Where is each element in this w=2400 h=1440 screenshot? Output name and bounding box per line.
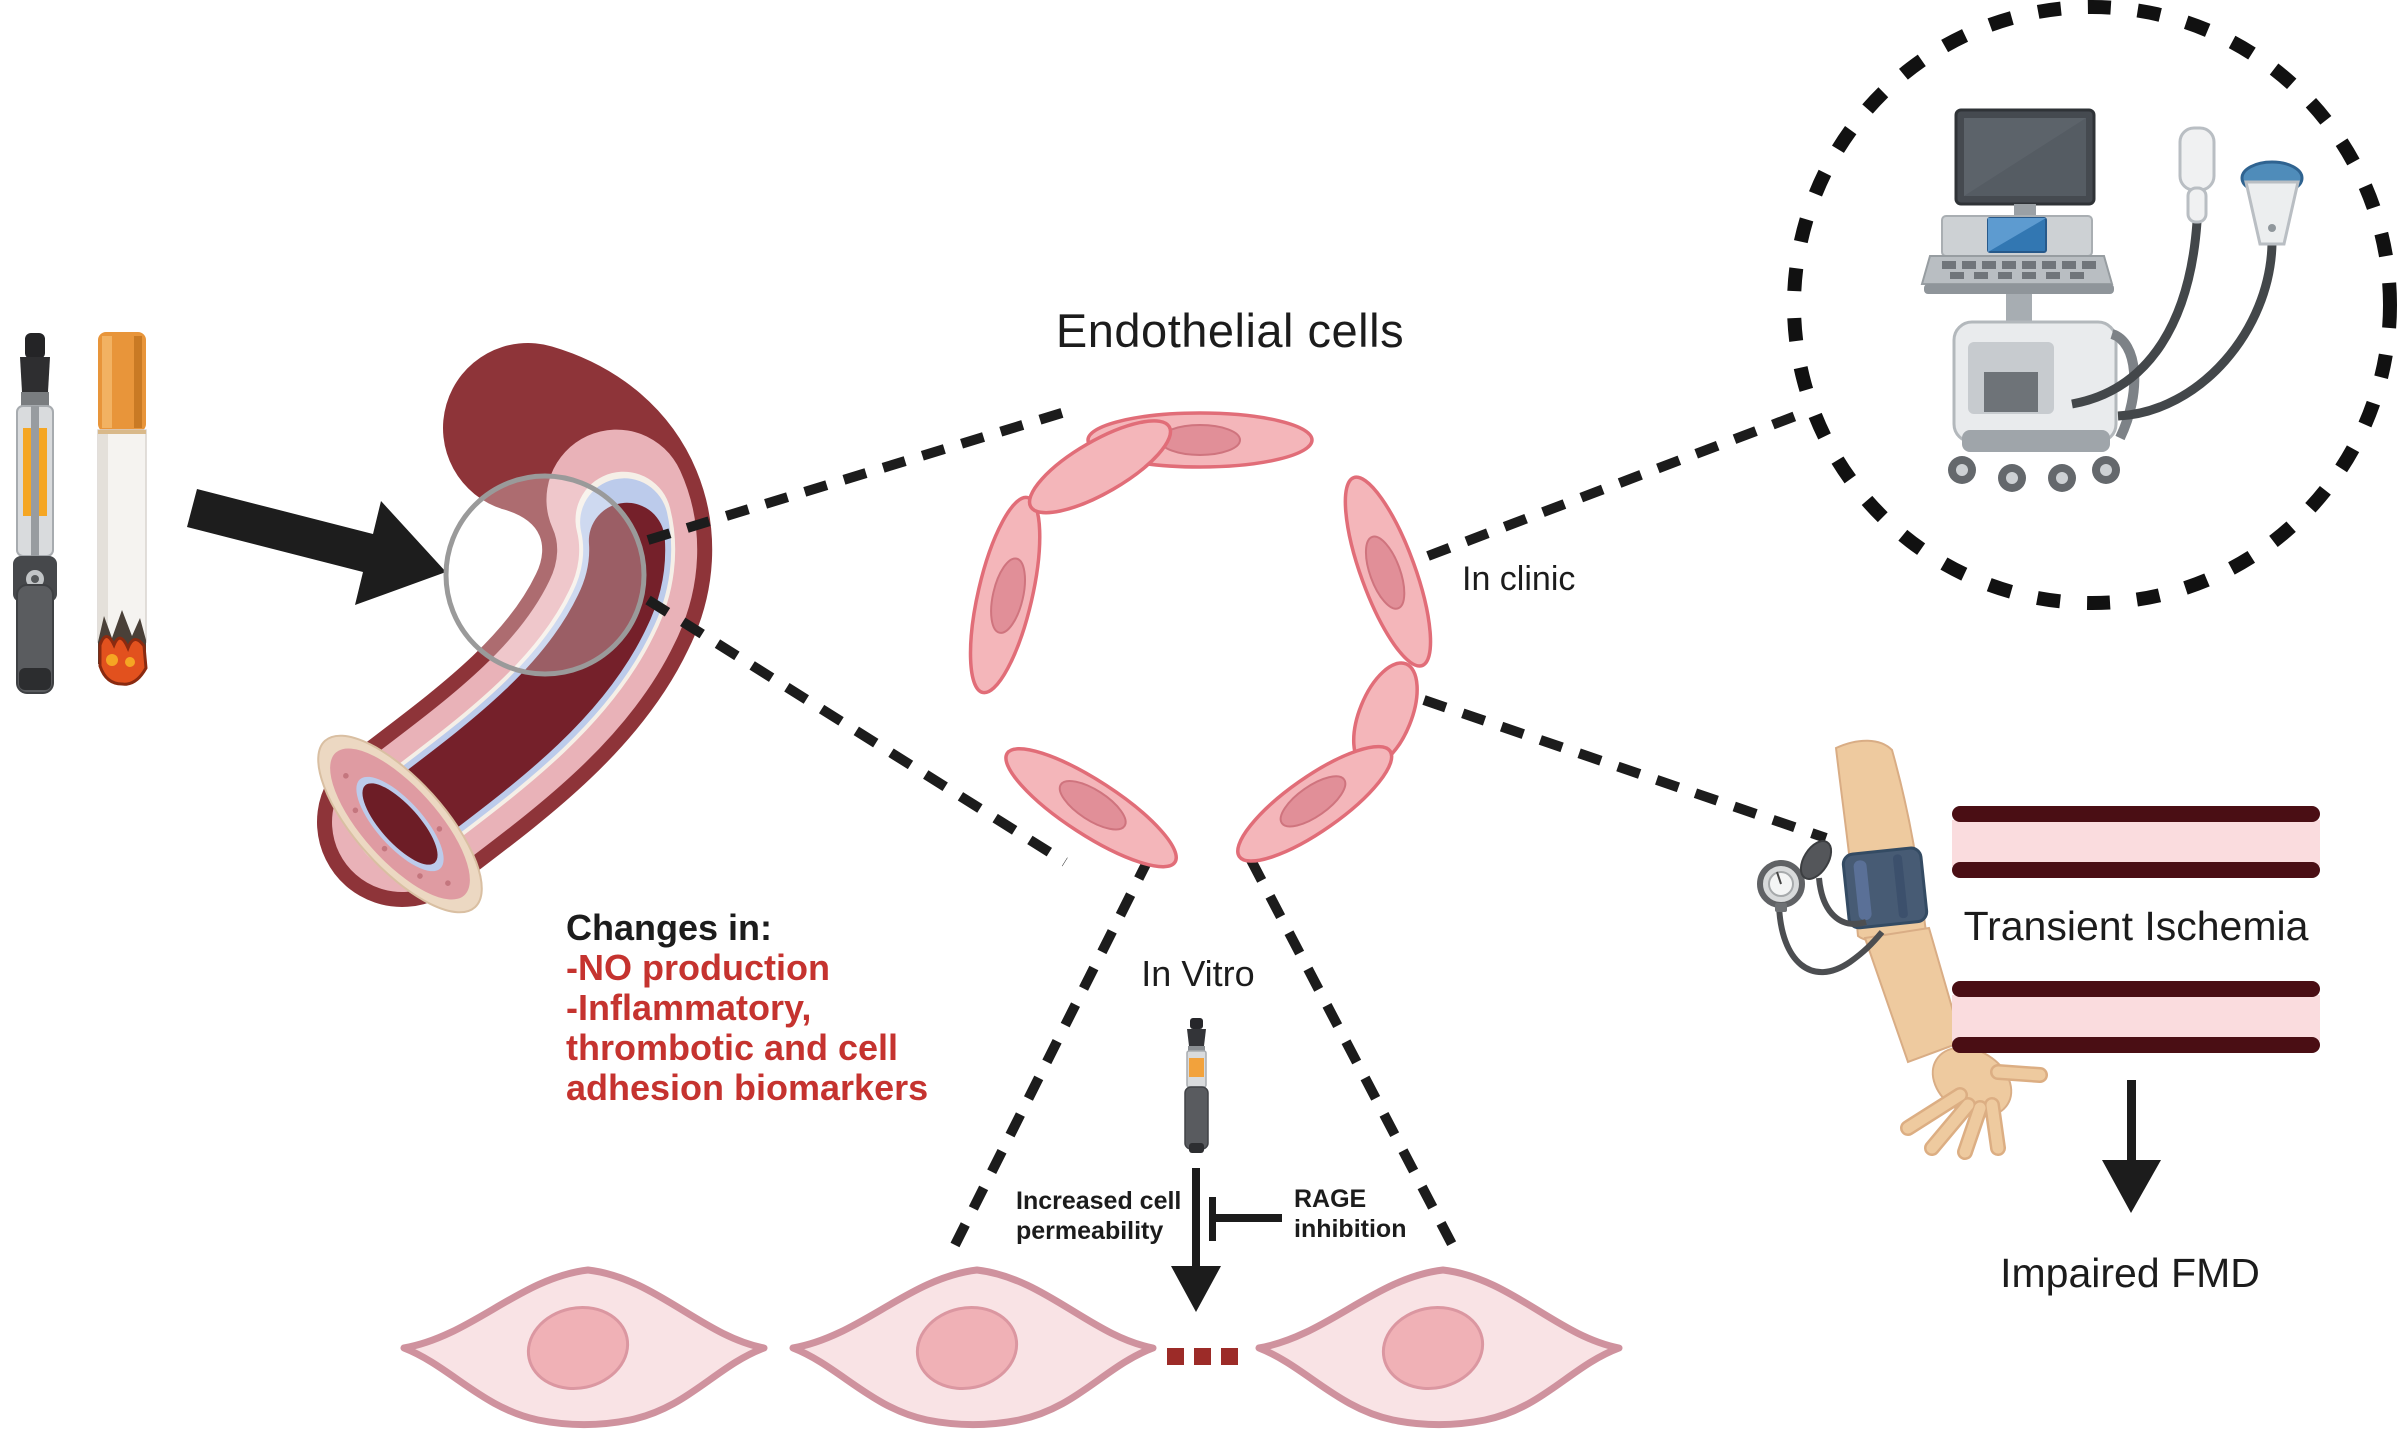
permeability-down-arrow bbox=[1171, 1168, 1221, 1312]
impaired-fmd-label: Impaired FMD bbox=[2000, 1250, 2260, 1296]
changes-item-inflammatory: -Inflammatory, bbox=[566, 987, 812, 1028]
endothelial-cell-3 bbox=[1255, 1266, 1623, 1428]
cigarette-icon bbox=[97, 332, 148, 686]
in-vitro-label: In Vitro bbox=[1141, 953, 1255, 994]
ellipsis-dots bbox=[1167, 1348, 1238, 1365]
vessel-cut-face bbox=[317, 734, 483, 914]
connector-ring-to-arm bbox=[1422, 695, 1828, 843]
connector-ring-to-ultrasound bbox=[1426, 407, 1808, 561]
dashed-connectors bbox=[645, 403, 1828, 1253]
increased-permeability-label: Increased cell permeability bbox=[1016, 1187, 1182, 1245]
endothelial-cell-1 bbox=[400, 1266, 768, 1428]
convex-probe-icon bbox=[2240, 160, 2304, 246]
transient-ischemia-label: Transient Ischemia bbox=[1963, 903, 2309, 949]
bp-gauge-icon bbox=[1757, 860, 1805, 912]
bp-bulb-icon bbox=[1799, 840, 1833, 880]
figure-title: Endothelial cells bbox=[1055, 304, 1405, 357]
ultrasound-dotted-circle bbox=[1787, 0, 2397, 610]
patient-arm bbox=[1757, 739, 2048, 1160]
changes-item-thrombotic: thrombotic and cell bbox=[566, 1027, 899, 1068]
linear-probe-icon bbox=[2178, 126, 2216, 224]
ultrasound-machine-icon bbox=[1920, 108, 2304, 492]
magnifier-circle bbox=[443, 473, 647, 677]
invitro-vape-pen-icon bbox=[1184, 1018, 1209, 1153]
connector-ring-to-invitro-left bbox=[950, 855, 1154, 1248]
connector-vessel-to-ring-bottom bbox=[645, 595, 1068, 867]
ultrasound-wheels bbox=[1948, 456, 2120, 492]
in-clinic-label: In clinic bbox=[1462, 560, 1576, 598]
changes-panel: Changes in: -NO production -Inflammatory… bbox=[566, 908, 928, 1108]
connector-vessel-to-ring-top bbox=[646, 403, 1080, 545]
fmd-down-arrow bbox=[2102, 1080, 2161, 1213]
connector-ring-to-invitro-right bbox=[1246, 857, 1460, 1253]
changes-item-no-production: -NO production bbox=[566, 947, 830, 988]
e-cigarette-icon bbox=[13, 333, 57, 694]
blood-vessel bbox=[317, 343, 713, 914]
changes-heading: Changes in: bbox=[566, 907, 773, 948]
exposure-arrow bbox=[187, 489, 446, 605]
probe-cable-2 bbox=[2117, 243, 2277, 421]
endothelial-cell-ring bbox=[968, 411, 1433, 869]
vessel-bar-bottom bbox=[1952, 981, 2320, 1053]
fingers bbox=[1900, 1064, 2048, 1160]
probe-cable-1 bbox=[2071, 221, 2202, 409]
changes-item-adhesion: adhesion biomarkers bbox=[566, 1067, 929, 1108]
vessel-bar-top bbox=[1952, 806, 2320, 878]
inhibition-tbar-icon bbox=[1209, 1197, 1282, 1241]
bp-cuff-icon bbox=[1841, 846, 1929, 930]
endothelial-cell-2 bbox=[789, 1266, 1157, 1428]
rage-inhibition-label: RAGE inhibition bbox=[1294, 1185, 1407, 1243]
